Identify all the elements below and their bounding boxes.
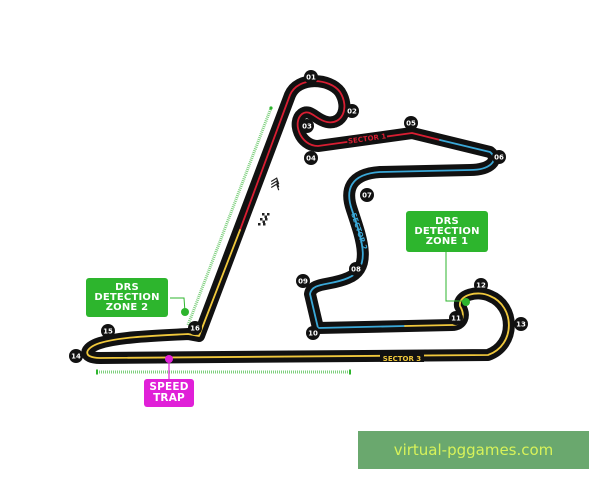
corner-marker-circle: [514, 317, 528, 331]
drs-detection-zone-2-label: DRS DETECTION ZONE 2: [86, 278, 168, 317]
corner-marker: 15: [101, 324, 115, 338]
corner-marker-circle: [360, 188, 374, 202]
corner-marker: 07: [360, 188, 374, 202]
drs-zone-line-main: [186, 107, 273, 326]
corner-marker: 09: [296, 274, 310, 288]
corner-number: 05: [406, 120, 416, 128]
corner-number: 11: [451, 315, 461, 323]
corner-marker-circle: [492, 150, 506, 164]
corner-marker: 06: [492, 150, 506, 164]
drs-zone-1-connector: [445, 252, 466, 302]
speed-trap-point: [165, 355, 173, 363]
corner-marker-circle: [404, 116, 418, 130]
corner-number: 07: [362, 192, 372, 200]
corner-marker-circle: [349, 262, 363, 276]
sector-3-label: SECTOR 3: [383, 355, 422, 363]
drs-chevrons-icon: [270, 177, 280, 191]
corner-markers: 01 02 03 04 05 06 07 08 09 10 11 12 13 14 15 16: [69, 70, 528, 363]
corner-marker-circle: [101, 324, 115, 338]
corner-marker: 11: [449, 311, 463, 325]
corner-number: 01: [306, 74, 316, 82]
corner-number: 13: [516, 321, 526, 329]
corner-number: 02: [347, 108, 357, 116]
corner-marker: 04: [304, 151, 318, 165]
sector-3-line: [86, 229, 510, 359]
corner-marker: 13: [514, 317, 528, 331]
corner-number: 04: [306, 155, 316, 163]
drs-zone-2-line-1: DRS: [115, 281, 139, 293]
drs-zone-end-marker-2: [349, 369, 351, 375]
corner-number: 08: [351, 266, 361, 274]
drs-zone-1-line-1: DRS: [435, 215, 459, 227]
corner-number: 15: [103, 328, 113, 336]
corner-marker: 03: [300, 119, 314, 133]
corner-marker-circle: [449, 311, 463, 325]
checkered-flag-icon: [258, 213, 270, 226]
speed-trap-line-1: SPEED: [149, 381, 189, 393]
corner-marker: 08: [349, 262, 363, 276]
drs-zone-1-line-2: DETECTION: [414, 225, 480, 237]
drs-zone-1-line-3: ZONE 1: [425, 235, 469, 247]
drs-zone-end-marker: [269, 106, 273, 110]
corner-number: 12: [476, 282, 486, 290]
corner-marker: 01: [304, 70, 318, 84]
speed-trap-line-2: TRAP: [153, 392, 185, 404]
watermark-text: virtual-pggames.com: [393, 441, 554, 459]
corner-number: 03: [302, 123, 312, 131]
corner-number: 09: [298, 278, 308, 286]
corner-marker-circle: [306, 326, 320, 340]
corner-marker-circle: [296, 274, 310, 288]
drs-zone-2-connector: [170, 297, 186, 313]
drs-zone-2-line-3: ZONE 2: [105, 301, 149, 313]
corner-marker: 05: [404, 116, 418, 130]
corner-marker: 16: [188, 321, 202, 335]
sector-1-line: [239, 80, 441, 231]
drs-zone-2-line-2: DETECTION: [94, 291, 160, 303]
drs-detection-point-2: [181, 308, 189, 316]
corner-marker-circle: [188, 321, 202, 335]
corner-number: 10: [308, 330, 318, 338]
sector-2-line: [309, 139, 495, 329]
corner-marker-circle: [300, 119, 314, 133]
corner-marker-circle: [69, 349, 83, 363]
speed-trap-label: SPEED TRAP: [144, 379, 194, 407]
corner-marker-circle: [304, 151, 318, 165]
drs-zone-start-marker: [96, 369, 98, 375]
corner-marker: 14: [69, 349, 83, 363]
corner-marker: 12: [474, 278, 488, 292]
corner-number: 16: [190, 325, 200, 333]
corner-marker-circle: [345, 104, 359, 118]
corner-marker: 02: [345, 104, 359, 118]
corner-marker-circle: [474, 278, 488, 292]
watermark-banner: virtual-pggames.com: [358, 431, 589, 469]
drs-detection-zone-1-label: DRS DETECTION ZONE 1: [406, 211, 488, 252]
corner-marker: 10: [306, 326, 320, 340]
corner-number: 06: [494, 154, 504, 162]
corner-number: 14: [71, 353, 81, 361]
corner-marker-circle: [304, 70, 318, 84]
drs-detection-point-1: [462, 298, 470, 306]
